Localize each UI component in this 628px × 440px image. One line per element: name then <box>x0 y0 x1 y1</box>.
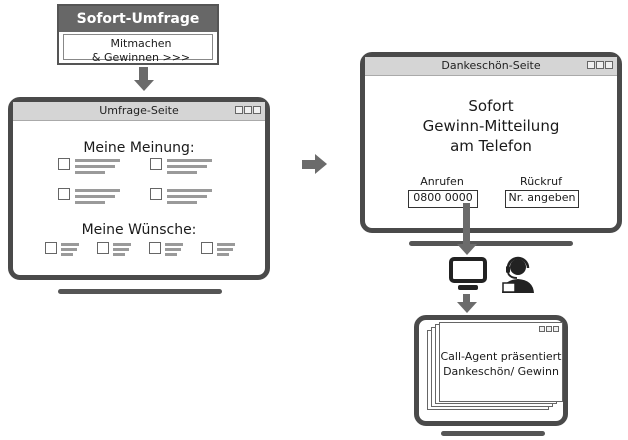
answer-line <box>165 243 183 246</box>
call-agent-headset-icon <box>502 256 534 293</box>
section-wishes-title: Meine Wünsche: <box>81 222 197 238</box>
answer-line <box>217 253 229 256</box>
maximize-icon[interactable] <box>596 61 604 69</box>
opinion-checkbox-2[interactable] <box>150 158 162 170</box>
close-icon[interactable] <box>605 61 613 69</box>
answer-line <box>113 253 125 256</box>
answer-line <box>61 253 73 256</box>
close-icon[interactable] <box>253 106 261 114</box>
answer-line <box>75 189 120 192</box>
banner-call-to-action[interactable]: Mitmachen & Gewinnen >>> <box>63 34 213 64</box>
window-controls <box>587 61 613 70</box>
answer-line <box>113 248 129 251</box>
callback-number-input[interactable]: Nr. angeben <box>505 190 579 208</box>
monitor-icon-stand <box>458 285 478 290</box>
agent-screen-line-1: Call-Agent präsentiert <box>440 350 562 363</box>
answer-line <box>113 243 131 246</box>
headline-line-3: am Telefon <box>450 137 532 155</box>
survey-banner[interactable]: Sofort-Umfrage Mitmachen & Gewinnen >>> <box>57 4 219 65</box>
minimize-icon[interactable] <box>235 106 243 114</box>
survey-monitor-stand <box>58 289 222 294</box>
thanks-page-monitor: Dankeschön-Seite Sofort Gewinn-Mitteilun… <box>360 52 622 233</box>
monitor-icon <box>448 257 488 293</box>
answer-line <box>75 201 105 204</box>
survey-window-title: Umfrage-Seite <box>99 104 179 117</box>
arrow-down-icon <box>463 294 470 303</box>
answer-line <box>165 253 177 256</box>
answer-line <box>217 248 233 251</box>
agent-screen-line-2: Dankeschön/ Gewinn <box>443 365 559 378</box>
close-icon[interactable] <box>553 326 559 332</box>
thanks-window-title: Dankeschön-Seite <box>441 59 541 72</box>
arrow-down-icon-head <box>457 302 477 313</box>
callback-label: Rückruf <box>520 175 562 188</box>
maximize-icon[interactable] <box>244 106 252 114</box>
answer-line <box>167 195 207 198</box>
headline-line-2: Gewinn-Mitteilung <box>422 117 560 135</box>
window-controls <box>539 326 559 335</box>
maximize-icon[interactable] <box>546 326 552 332</box>
monitor-icon-screen <box>449 257 487 283</box>
arrow-right-icon <box>302 160 316 169</box>
call-label: Anrufen <box>420 175 464 188</box>
survey-page-monitor: Umfrage-Seite Meine Meinung: Meine Wünsc… <box>8 97 270 280</box>
answer-line <box>217 243 235 246</box>
opinion-checkbox-1[interactable] <box>58 158 70 170</box>
answer-line <box>165 248 181 251</box>
minimize-icon[interactable] <box>587 61 595 69</box>
answer-line <box>167 189 212 192</box>
wish-checkbox-2[interactable] <box>97 242 109 254</box>
answer-line <box>75 165 115 168</box>
answer-line <box>61 243 79 246</box>
arrow-right-icon-head <box>315 154 327 174</box>
call-number-field[interactable]: 0800 0000 <box>408 190 478 208</box>
agent-monitor-stand <box>441 431 545 436</box>
banner-line-2: & Gewinnen >>> <box>91 51 191 64</box>
answer-line <box>167 159 212 162</box>
arrow-down-icon <box>463 203 470 245</box>
arrow-down-icon-head <box>134 80 154 91</box>
wish-checkbox-4[interactable] <box>201 242 213 254</box>
answer-line <box>75 159 120 162</box>
wish-checkbox-1[interactable] <box>45 242 57 254</box>
thanks-titlebar: Dankeschön-Seite <box>365 57 617 76</box>
answer-line <box>75 171 105 174</box>
answer-line <box>167 165 207 168</box>
banner-line-1: Mitmachen <box>110 37 172 50</box>
arrow-down-icon <box>139 67 148 81</box>
headline-line-1: Sofort <box>468 97 514 115</box>
section-opinion-title: Meine Meinung: <box>83 140 195 156</box>
wish-checkbox-3[interactable] <box>149 242 161 254</box>
minimize-icon[interactable] <box>539 326 545 332</box>
banner-title: Sofort-Umfrage <box>59 6 217 32</box>
answer-line <box>75 195 115 198</box>
thanks-monitor-stand <box>409 241 573 246</box>
survey-titlebar: Umfrage-Seite <box>13 102 265 121</box>
answer-line <box>167 171 197 174</box>
arrow-down-icon-head <box>457 244 477 255</box>
answer-line <box>167 201 197 204</box>
window-controls <box>235 106 261 115</box>
agent-screen-front: Call-Agent präsentiert Dankeschön/ Gewin… <box>439 322 563 402</box>
agent-monitor: Call-Agent präsentiert Dankeschön/ Gewin… <box>414 315 568 426</box>
opinion-checkbox-3[interactable] <box>58 188 70 200</box>
opinion-checkbox-4[interactable] <box>150 188 162 200</box>
answer-line <box>61 248 77 251</box>
